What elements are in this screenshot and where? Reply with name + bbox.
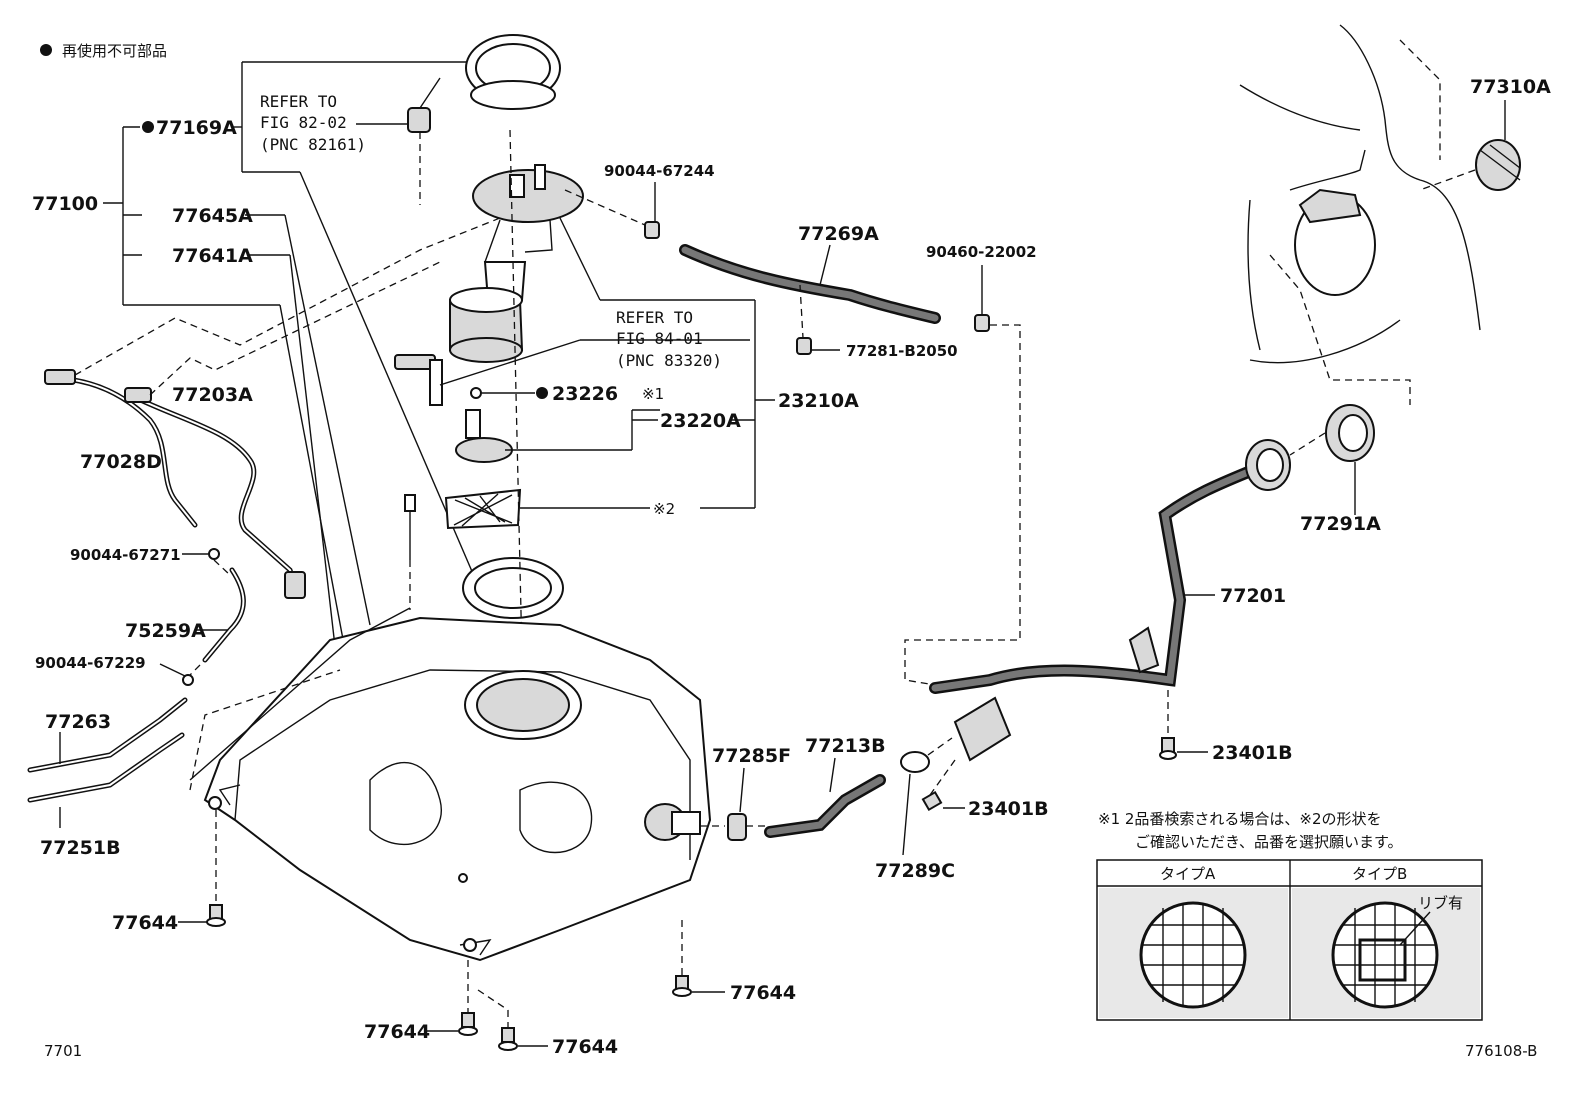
label-90044-67229: 90044-67229 xyxy=(35,654,146,672)
fuel-sender-part xyxy=(394,354,443,406)
label-77251B: 77251B xyxy=(40,837,121,859)
label-23226: 23226 xyxy=(552,383,618,405)
clamp-90044-67244 xyxy=(644,221,660,239)
strainer-type-a-icon xyxy=(1139,901,1247,1009)
label-77169A: 77169A xyxy=(156,117,237,139)
footer-left: 7701 xyxy=(44,1042,82,1060)
fuel-filter-part xyxy=(455,409,513,463)
label-23220A: 23220A xyxy=(660,410,741,432)
top-gasket-ring xyxy=(465,34,561,110)
label-77213B: 77213B xyxy=(805,735,886,757)
ref2-line2: FIG 84-01 xyxy=(616,329,703,348)
non-reusable-bullet-icon xyxy=(142,121,154,133)
vent-tube-77028D xyxy=(44,369,198,528)
clamp-90460-22002 xyxy=(974,314,990,332)
label-75259A: 75259A xyxy=(125,620,206,642)
label-77201: 77201 xyxy=(1220,585,1286,607)
tube-77203A xyxy=(124,387,306,599)
inlet-neck-part xyxy=(644,803,701,841)
wiring-plug-part xyxy=(407,77,441,205)
label-90044-67244: 90044-67244 xyxy=(604,162,715,180)
body-panel-outline xyxy=(1239,24,1481,405)
type-b-header: タイプB xyxy=(1352,865,1407,883)
label-77641A: 77641A xyxy=(172,245,253,267)
strainer-part xyxy=(444,488,522,530)
legend-text: 再使用不可部品 xyxy=(62,42,167,60)
label-23401B-b: 23401B xyxy=(968,798,1049,820)
note-line1: ※1 2品番検索される場合は、※2の形状を xyxy=(1098,810,1382,828)
clamp-90044-67271 xyxy=(208,548,220,560)
label-77644-b: 77644 xyxy=(730,982,796,1004)
type-a-header: タイプA xyxy=(1160,865,1216,883)
fuel-pump-module xyxy=(449,164,584,363)
bolt-23401B-b xyxy=(921,790,943,812)
label-77100: 77100 xyxy=(32,193,98,215)
filler-hose-77213B xyxy=(764,774,886,838)
clamp-90044-67229 xyxy=(182,674,194,686)
note1-mark: ※1 xyxy=(642,385,664,403)
non-reusable-bullet-icon-2 xyxy=(536,387,548,399)
bolt-23401B-a xyxy=(1159,737,1177,760)
clamp-77281-B2050 xyxy=(796,337,812,355)
tube-75259A xyxy=(202,567,246,663)
label-23401B-a: 23401B xyxy=(1212,742,1293,764)
tube-77251B xyxy=(27,732,185,803)
ref1-line1: REFER TO xyxy=(260,92,337,111)
breather-hose-77269A xyxy=(679,244,941,324)
label-77269A: 77269A xyxy=(798,223,879,245)
label-77028D: 77028D xyxy=(80,451,162,473)
label-77203A: 77203A xyxy=(172,384,253,406)
label-77644-d: 77644 xyxy=(552,1036,618,1058)
bolt-77644-a xyxy=(206,904,226,927)
ref2-line3: (PNC 83320) xyxy=(616,351,722,370)
strainer-type-b-icon xyxy=(1331,901,1439,1009)
filler-pipe-77201 xyxy=(929,439,1291,762)
label-77645A: 77645A xyxy=(172,205,253,227)
lower-gasket-ring xyxy=(462,557,564,619)
label-77644-c: 77644 xyxy=(364,1021,430,1043)
rib-label: リブ有 xyxy=(1418,894,1463,912)
bracket-23210A xyxy=(559,217,775,509)
label-77310A: 77310A xyxy=(1470,76,1551,98)
legend-bullet-icon xyxy=(40,44,52,56)
label-77263: 77263 xyxy=(45,711,111,733)
fuel-tank-part xyxy=(203,616,712,962)
ref2-line1: REFER TO xyxy=(616,308,693,327)
bolt-part xyxy=(404,494,416,610)
fuel-cap-77310A xyxy=(1475,139,1521,191)
label-23210A: 23210A xyxy=(778,390,859,412)
clamp-77289C xyxy=(900,751,930,773)
o-ring-part xyxy=(470,387,482,399)
label-90044-67271: 90044-67271 xyxy=(70,546,181,564)
bolt-77644-c xyxy=(458,1012,478,1036)
bolt-77644-b xyxy=(672,975,692,997)
note2-mark: ※2 xyxy=(653,500,675,518)
ref1-line3: (PNC 82161) xyxy=(260,135,366,154)
tube-77263 xyxy=(27,697,188,773)
filler-gasket-77291A xyxy=(1325,404,1375,462)
footer-right: 776108-B xyxy=(1465,1042,1537,1060)
label-77644-a: 77644 xyxy=(112,912,178,934)
note-line2: ご確認いただき、品番を選択願います。 xyxy=(1135,833,1402,851)
bolt-77644-d xyxy=(498,1027,518,1051)
label-77285F: 77285F xyxy=(712,745,791,767)
label-77289C: 77289C xyxy=(875,860,955,882)
label-77291A: 77291A xyxy=(1300,513,1381,535)
bracket-77100 xyxy=(103,61,481,691)
label-77281-B2050: 77281-B2050 xyxy=(846,342,958,360)
ref1-line2: FIG 82-02 xyxy=(260,113,347,132)
clamp-77285F xyxy=(727,813,747,841)
label-90460-22002: 90460-22002 xyxy=(926,243,1037,261)
